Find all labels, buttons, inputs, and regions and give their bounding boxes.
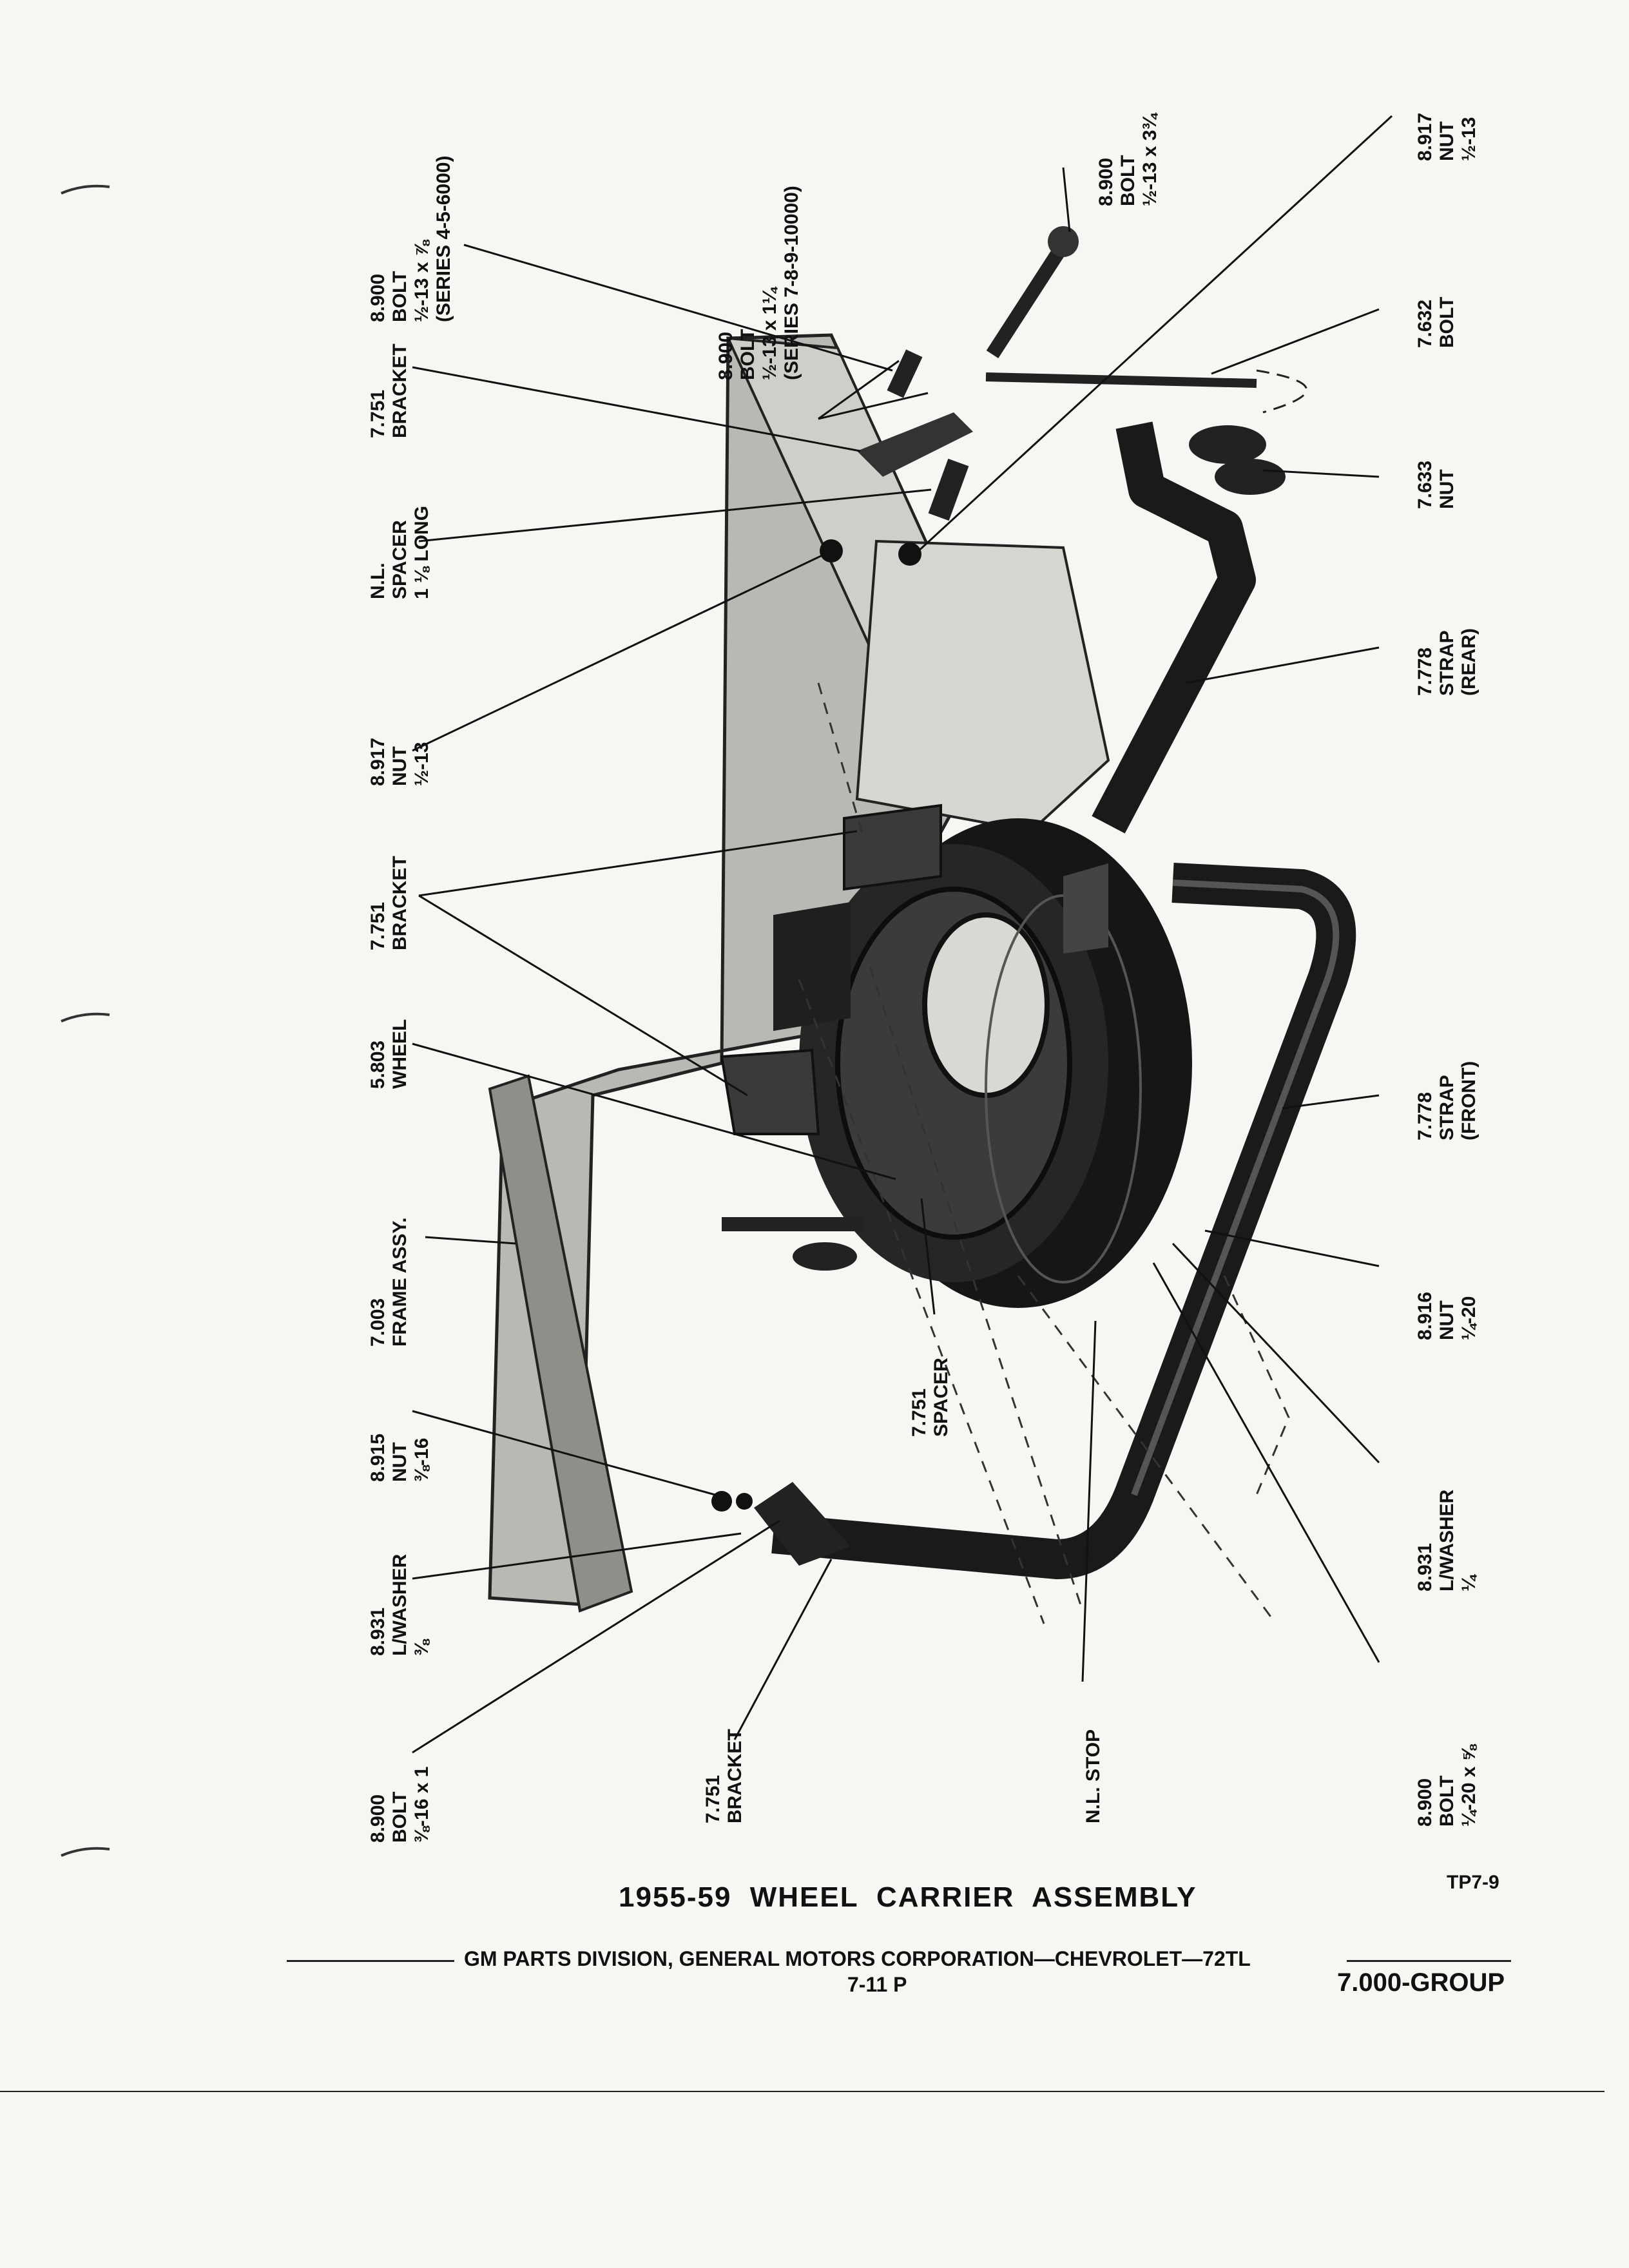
footer-page-number: 7-11 P <box>847 1973 907 1996</box>
figure-title: 1955-59 WHEEL CARRIER ASSEMBLY <box>619 1881 1197 1913</box>
bottom-rule <box>0 2091 1605 2092</box>
callout-nl-stop: N.L. STOP <box>1083 1729 1104 1823</box>
side-brackets <box>720 803 1108 1135</box>
long-bolts <box>985 226 1307 414</box>
footer-division: GM PARTS DIVISION, GENERAL MOTORS CORPOR… <box>464 1947 1251 1970</box>
spare-wheel <box>799 818 1192 1308</box>
footer-rule-right <box>1347 1960 1511 1962</box>
leader-lines <box>412 115 1393 1754</box>
rear-strap <box>1092 421 1256 834</box>
upper-bracket-group <box>820 349 973 566</box>
footer-rule-left <box>287 1960 454 1962</box>
figure-code: TP7-9 <box>1447 1872 1499 1893</box>
phantom-lines <box>798 682 1290 1624</box>
lower-bracket <box>711 1217 863 1566</box>
wing-nut <box>1189 425 1286 495</box>
footer-group: 7.000-GROUP <box>1337 1968 1505 1997</box>
cross-member <box>855 539 1110 833</box>
